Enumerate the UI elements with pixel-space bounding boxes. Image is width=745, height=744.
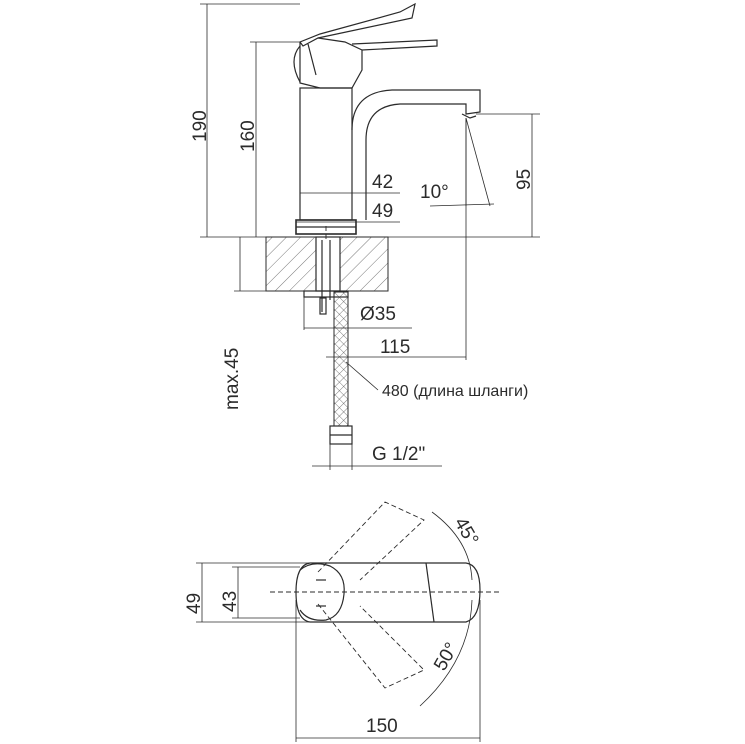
plan-view: 49 43 45° 50° 150 bbox=[184, 501, 500, 742]
dim-42: 42 bbox=[372, 172, 393, 193]
dim-115: 115 bbox=[380, 337, 410, 358]
spout-angle bbox=[429, 117, 495, 207]
vertical-dimensions bbox=[200, 3, 540, 292]
countertop-section bbox=[265, 236, 389, 315]
dim-10deg: 10° bbox=[420, 182, 449, 203]
dim-max45: max.45 bbox=[222, 348, 243, 410]
dim-d35: Ø35 bbox=[360, 304, 396, 325]
dim-plan-49: 49 bbox=[184, 593, 205, 614]
dim-150: 150 bbox=[366, 716, 398, 737]
flexible-hose bbox=[329, 291, 353, 445]
faucet-body-side bbox=[293, 2, 481, 235]
dim-45deg: 45° bbox=[450, 514, 483, 549]
dim-190: 190 bbox=[190, 110, 211, 142]
dim-160: 160 bbox=[238, 120, 259, 152]
dim-plan-43: 43 bbox=[220, 591, 241, 612]
dim-thread: G 1/2" bbox=[372, 444, 425, 465]
side-view: 190 160 95 max.45 42 49 10° Ø35 115 480 … bbox=[190, 2, 540, 470]
dim-95: 95 bbox=[514, 169, 535, 190]
dim-hose-length: 480 (длина шланги) bbox=[382, 383, 528, 400]
dim-50deg: 50° bbox=[430, 639, 463, 674]
dim-49: 49 bbox=[372, 201, 393, 222]
